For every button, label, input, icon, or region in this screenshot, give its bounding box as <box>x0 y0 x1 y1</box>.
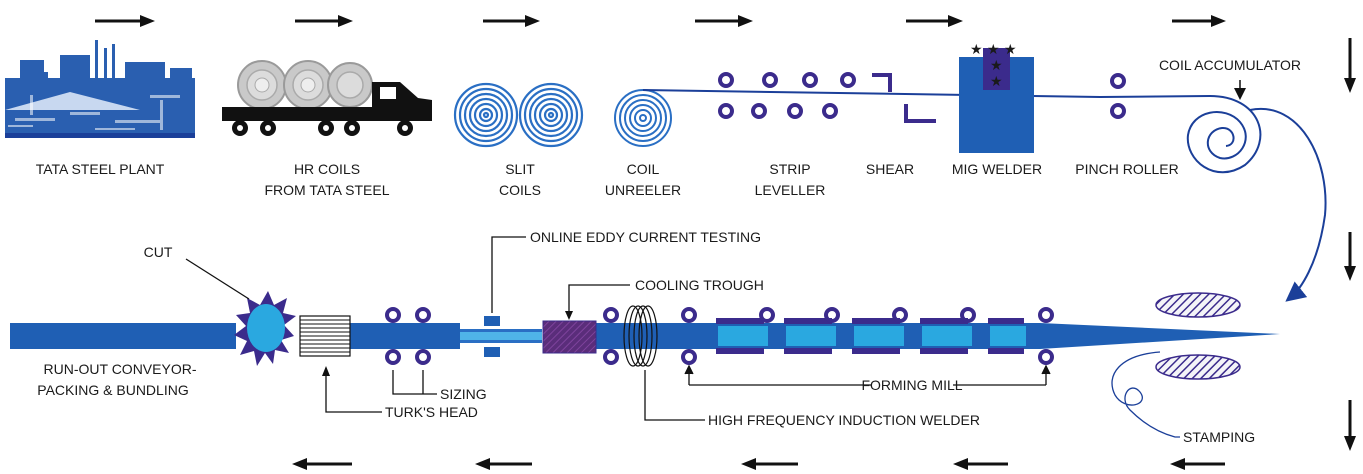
label-plant: TATA STEEL PLANT <box>36 161 165 177</box>
label-eddy: ONLINE EDDY CURRENT TESTING <box>530 229 761 245</box>
star-icon: ★ ★ ★ ★ ★ <box>970 41 1017 89</box>
label-runout-1: RUN-OUT CONVEYOR- <box>44 361 197 377</box>
label-cooling: COOLING TROUGH <box>635 277 764 293</box>
label-hr-coils-1: HR COILS <box>294 161 360 177</box>
coil-unreeler <box>614 89 672 147</box>
strip-leveller <box>718 72 856 119</box>
arrow-right-icon <box>1172 15 1226 27</box>
label-slit-2: COILS <box>499 182 541 198</box>
label-runout-2: PACKING & BUNDLING <box>37 382 188 398</box>
arrow-down-icon <box>1344 38 1356 93</box>
label-sizing: SIZING <box>440 386 487 402</box>
label-stamping: STAMPING <box>1183 429 1255 445</box>
svg-text:★: ★ <box>1004 41 1017 57</box>
label-forming: FORMING MILL <box>861 377 962 393</box>
arrow-right-icon <box>695 15 753 27</box>
coil-accumulator <box>1186 95 1327 302</box>
label-shear: SHEAR <box>866 161 914 177</box>
stamping-leader <box>1111 351 1180 438</box>
flow-arrows-down <box>1344 38 1356 451</box>
forming-bracket <box>684 364 1051 386</box>
eddy-leader <box>491 236 526 313</box>
arrow-left-icon <box>1170 458 1225 470</box>
stamping-dies <box>1155 292 1241 380</box>
label-pinch: PINCH ROLLER <box>1075 161 1178 177</box>
label-accumulator: COIL ACCUMULATOR <box>1159 57 1301 73</box>
arrow-right-icon <box>95 15 155 27</box>
arrow-right-icon <box>906 15 963 27</box>
arrow-left-icon <box>953 458 1008 470</box>
steel-strip <box>642 89 1211 99</box>
flow-arrows-top <box>95 15 1226 27</box>
label-turks: TURK'S HEAD <box>385 404 478 420</box>
eddy-current-tester <box>484 316 500 357</box>
turks-leader <box>325 368 382 413</box>
pipe-line <box>10 323 1280 349</box>
svg-text:★: ★ <box>987 41 1000 57</box>
arrow-right-icon <box>483 15 540 27</box>
pinch-roller <box>1110 73 1126 119</box>
arrow-right-icon <box>295 15 353 27</box>
cutter <box>234 291 296 366</box>
forming-mill <box>681 307 1054 365</box>
cut-leader <box>185 258 250 300</box>
cooling-trough <box>542 320 597 354</box>
hf-welder-leader <box>644 370 705 421</box>
shear <box>872 73 936 123</box>
turks-head <box>299 315 351 357</box>
svg-text:★: ★ <box>990 73 1003 89</box>
arrow-down-icon <box>1344 400 1356 451</box>
label-strip-2: LEVELLER <box>755 182 826 198</box>
sizing-leader <box>392 370 437 395</box>
label-mig: MIG WELDER <box>952 161 1042 177</box>
svg-text:★: ★ <box>990 57 1003 73</box>
arrow-left-icon <box>741 458 798 470</box>
truck-icon <box>222 60 432 136</box>
label-hr-coils-2: FROM TATA STEEL <box>265 182 390 198</box>
flow-arrows-bottom <box>292 458 1225 470</box>
mig-welder: ★ ★ ★ ★ ★ <box>959 41 1034 153</box>
arrow-left-icon <box>475 458 532 470</box>
hf-induction-welder <box>623 305 658 367</box>
arrow-down-icon <box>1344 232 1356 281</box>
welder-rollers <box>603 307 619 365</box>
factory-icon <box>5 40 195 138</box>
arrow-left-icon <box>292 458 352 470</box>
label-coil-1: COIL <box>627 161 660 177</box>
label-slit-1: SLIT <box>505 161 535 177</box>
cooling-leader <box>568 284 630 318</box>
slit-coils <box>453 82 584 148</box>
label-strip-1: STRIP <box>769 161 810 177</box>
label-cut: CUT <box>144 244 173 260</box>
label-coil-2: UNREELER <box>605 182 681 198</box>
label-hf-welder: HIGH FREQUENCY INDUCTION WELDER <box>708 412 980 428</box>
sizing-rollers <box>385 307 431 365</box>
svg-text:★: ★ <box>970 41 983 57</box>
